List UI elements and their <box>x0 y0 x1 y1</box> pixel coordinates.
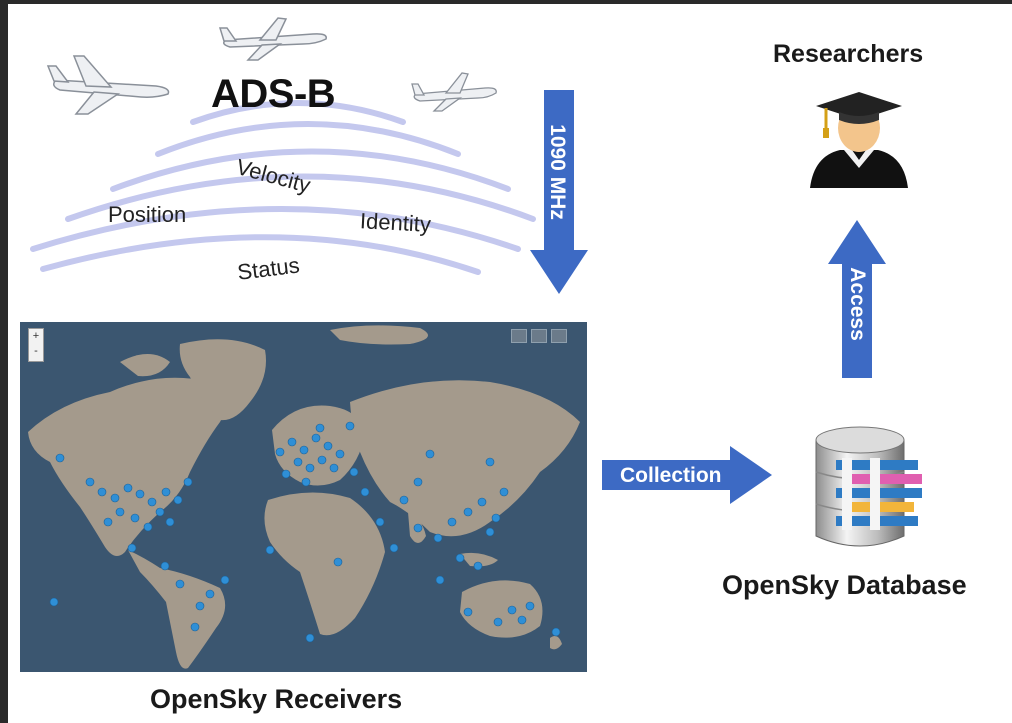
zoom-control: + - <box>28 328 44 362</box>
ads-b-title: ADS-B <box>211 72 336 116</box>
wave-arc <box>65 173 536 222</box>
field-position: Position <box>108 202 187 227</box>
wave-arc <box>30 206 521 252</box>
collection-arrow <box>602 446 772 504</box>
world-map <box>28 325 580 669</box>
frequency-arrow <box>530 90 588 294</box>
wave-arc <box>190 100 406 125</box>
frequency-label: 1090 MHz <box>546 124 569 220</box>
collection-label: Collection <box>620 464 722 487</box>
field-identity: Identity <box>359 208 432 237</box>
airplane-icon <box>218 17 327 61</box>
access-arrow <box>828 220 886 378</box>
diagram-canvas: ADS-B Velocity Position Identity Status … <box>8 4 1012 723</box>
zoom-out-button[interactable]: - <box>34 345 38 357</box>
zoom-in-button[interactable]: + <box>32 330 40 342</box>
map-layer-button[interactable] <box>511 329 527 343</box>
database-icon <box>815 426 922 547</box>
map-edit-button[interactable] <box>531 329 547 343</box>
wave-arc <box>155 121 461 157</box>
airplane-icon <box>46 55 170 115</box>
access-label: Access <box>846 267 869 341</box>
receivers-map[interactable]: + - <box>20 322 587 672</box>
airplane-icon <box>411 72 497 112</box>
radio-waves <box>30 100 536 275</box>
wave-arc <box>110 148 511 192</box>
receivers-label: OpenSky Receivers <box>150 684 403 714</box>
map-fullscreen-button[interactable] <box>551 329 567 343</box>
graduate-icon <box>810 92 908 188</box>
researchers-label: Researchers <box>773 40 924 68</box>
wave-arc <box>40 234 481 275</box>
database-label: OpenSky Database <box>722 570 967 600</box>
